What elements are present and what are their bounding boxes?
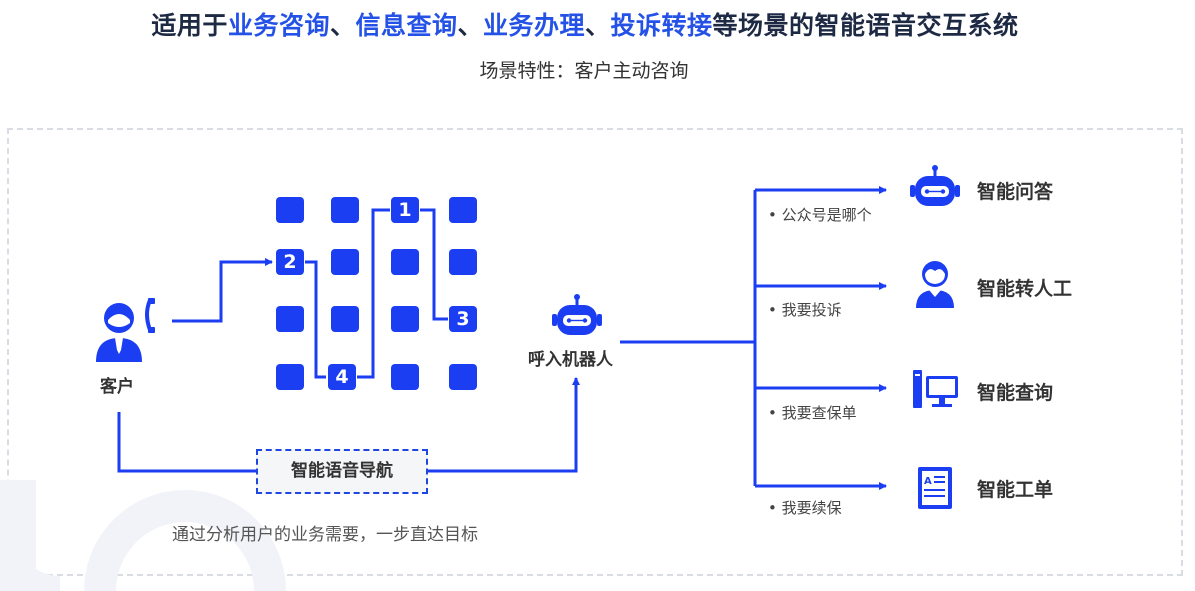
keypad-key <box>276 306 304 332</box>
target-label-qa: 智能问答 <box>977 181 1054 203</box>
utterance-text: 我要投诉 <box>781 301 842 319</box>
keypad-key <box>331 306 359 332</box>
target-label-query: 智能查询 <box>977 382 1054 404</box>
keypad-key <box>276 197 304 223</box>
utterance-text: 公众号是哪个 <box>781 206 872 224</box>
title-suffix: 等场景的智能语音交互系统 <box>712 11 1019 40</box>
title-separator: 、 <box>457 11 483 40</box>
robot-icon <box>910 164 960 214</box>
diagram-frame <box>7 128 1183 576</box>
utterance-text: 我要续保 <box>781 499 842 517</box>
keypad-key <box>276 364 304 390</box>
document-icon: A <box>915 465 955 515</box>
title-prefix: 适用于 <box>151 11 228 40</box>
customer-icon <box>94 298 164 368</box>
keypad-key <box>331 197 359 223</box>
target-label-agent: 智能转人工 <box>977 278 1073 300</box>
keypad-key <box>391 364 419 390</box>
path-keypad-sequence <box>305 260 326 379</box>
utterance-text: 我要查保单 <box>781 404 857 422</box>
customer-label: 客户 <box>100 377 134 397</box>
keypad-key <box>391 306 419 332</box>
title-separator: 、 <box>329 11 356 40</box>
keypad-key-1: 1 <box>391 197 419 223</box>
scenario-consulting: 业务咨询 <box>227 11 330 40</box>
keypad-key <box>449 197 477 223</box>
watermark-logo <box>0 470 300 591</box>
utterance-item: • 我要续保 <box>768 499 842 517</box>
utterance-item: • 公众号是哪个 <box>768 206 872 224</box>
inbound-robot-label: 呼入机器人 <box>528 350 613 370</box>
keypad-key <box>449 249 477 275</box>
utterance-item: • 我要投诉 <box>768 301 842 319</box>
keypad-key-2: 2 <box>276 249 304 275</box>
svg-text:A: A <box>924 476 932 487</box>
target-label-ticket: 智能工单 <box>977 479 1054 501</box>
subtitle: 场景特性：客户主动咨询 <box>479 60 689 82</box>
navigation-caption: 通过分析用户的业务需要，一步直达目标 <box>172 525 478 545</box>
scenario-handling: 业务办理 <box>483 11 586 40</box>
keypad-key-3: 3 <box>449 306 477 332</box>
title-separator: 、 <box>585 11 611 40</box>
agent-icon <box>914 259 956 313</box>
path-customer-to-2 <box>172 258 273 323</box>
computer-icon <box>912 368 960 414</box>
keypad-key <box>391 249 419 275</box>
keypad-key-4: 4 <box>328 364 356 390</box>
voice-navigation-box: 智能语音导航 <box>256 449 428 494</box>
scenario-complaint: 投诉转接 <box>610 11 713 40</box>
keypad-key <box>449 364 477 390</box>
utterance-item: • 我要查保单 <box>768 404 857 422</box>
keypad-key <box>331 249 359 275</box>
inbound-robot-icon <box>552 293 602 343</box>
scenario-info-query: 信息查询 <box>355 11 458 40</box>
page-title: 适用于业务咨询、信息查询、业务办理、投诉转接等场景的智能语音交互系统 <box>0 6 1170 42</box>
